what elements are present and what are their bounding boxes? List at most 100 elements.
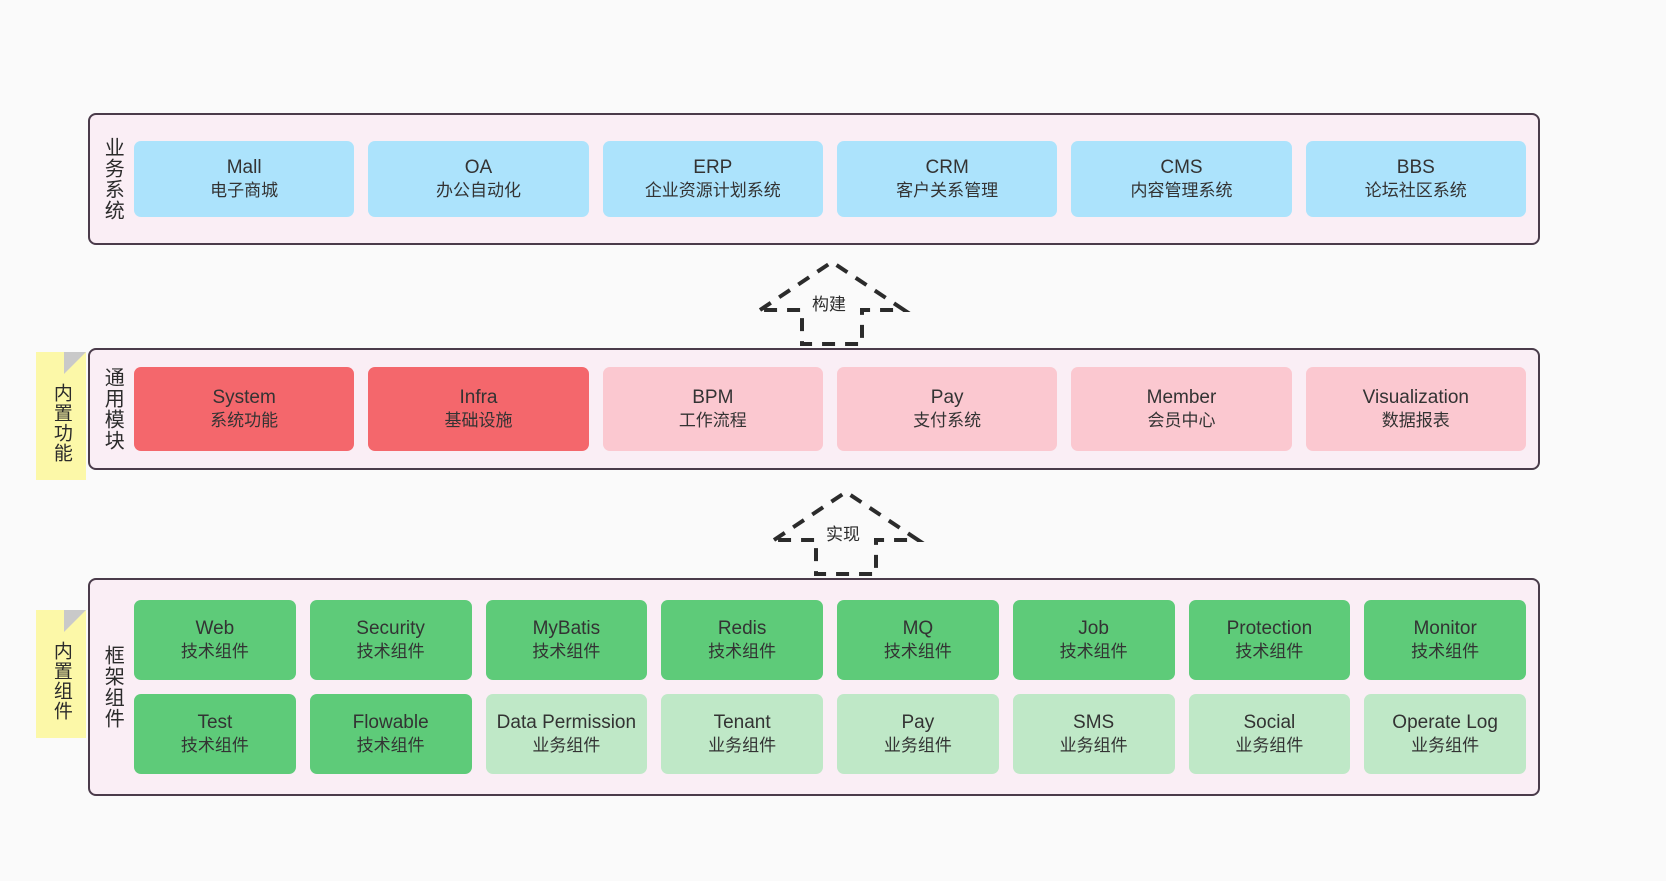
implement-arrow-label: 实现 xyxy=(826,525,860,544)
card-subtitle: 办公自动化 xyxy=(435,181,521,201)
card-subtitle: 企业资源计划系统 xyxy=(644,181,781,201)
card-member[interactable]: Member 会员中心 xyxy=(1071,367,1292,451)
card-title: Mall xyxy=(226,157,262,179)
card-title: SMS xyxy=(1073,712,1115,734)
card-crm[interactable]: CRM 客户关系管理 xyxy=(836,141,1058,217)
card-pay-component[interactable]: Pay 业务组件 xyxy=(837,694,999,774)
layer-label-common: 通用模块 xyxy=(101,367,124,451)
card-mall[interactable]: Mall 电子商城 xyxy=(134,141,355,217)
card-row: Web 技术组件 Security 技术组件 MyBatis 技术组件 Redi… xyxy=(134,600,1526,680)
sticky-note-builtin-features: 内置功能 xyxy=(36,352,86,480)
card-title: Visualization xyxy=(1362,387,1469,409)
card-title: CRM xyxy=(925,157,969,179)
card-title: Web xyxy=(195,618,235,640)
card-title: Flowable xyxy=(352,712,429,734)
card-title: System xyxy=(212,387,276,409)
card-bbs[interactable]: BBS 论坛社区系统 xyxy=(1305,141,1526,217)
card-title: Pay xyxy=(930,387,964,409)
card-title: Job xyxy=(1078,618,1109,640)
card-subtitle: 系统功能 xyxy=(210,411,279,431)
card-subtitle: 业务组件 xyxy=(708,736,777,756)
layer-label-framework: 框架组件 xyxy=(101,645,124,729)
card-title: Social xyxy=(1243,712,1296,734)
card-visualization[interactable]: Visualization 数据报表 xyxy=(1305,367,1526,451)
card-subtitle: 技术组件 xyxy=(1411,642,1480,662)
card-row: System 系统功能 Infra 基础设施 BPM 工作流程 Pay 支付系统… xyxy=(134,367,1526,451)
card-job[interactable]: Job 技术组件 xyxy=(1012,600,1175,680)
layer-business-systems: 业务系统 Mall 电子商城 OA 办公自动化 ERP 企业资源计划系统 CRM… xyxy=(88,113,1540,245)
card-row: Test 技术组件 Flowable 技术组件 Data Permission … xyxy=(134,694,1526,774)
card-cms[interactable]: CMS 内容管理系统 xyxy=(1071,141,1292,217)
card-title: BBS xyxy=(1396,157,1435,179)
card-title: Infra xyxy=(459,387,498,409)
card-web[interactable]: Web 技术组件 xyxy=(134,600,296,680)
card-subtitle: 业务组件 xyxy=(1059,736,1128,756)
card-redis[interactable]: Redis 技术组件 xyxy=(661,600,823,680)
card-subtitle: 业务组件 xyxy=(883,736,952,756)
layer-common-modules: 通用模块 System 系统功能 Infra 基础设施 BPM 工作流程 Pay… xyxy=(88,348,1540,470)
card-title: ERP xyxy=(693,157,733,179)
card-title: Redis xyxy=(717,618,767,640)
card-subtitle: 内容管理系统 xyxy=(1130,181,1233,201)
card-subtitle: 技术组件 xyxy=(180,736,249,756)
card-subtitle: 支付系统 xyxy=(913,411,982,431)
card-title: MyBatis xyxy=(532,618,601,640)
card-subtitle: 技术组件 xyxy=(708,642,777,662)
card-subtitle: 技术组件 xyxy=(180,642,249,662)
card-subtitle: 业务组件 xyxy=(1411,736,1480,756)
card-subtitle: 工作流程 xyxy=(678,411,747,431)
layer-body-business: Mall 电子商城 OA 办公自动化 ERP 企业资源计划系统 CRM 客户关系… xyxy=(134,115,1538,243)
card-tenant[interactable]: Tenant 业务组件 xyxy=(661,694,823,774)
card-flowable[interactable]: Flowable 技术组件 xyxy=(309,694,472,774)
card-subtitle: 技术组件 xyxy=(356,736,425,756)
card-subtitle: 业务组件 xyxy=(532,736,601,756)
card-title: Protection xyxy=(1226,618,1313,640)
card-sms[interactable]: SMS 业务组件 xyxy=(1012,694,1175,774)
card-bpm[interactable]: BPM 工作流程 xyxy=(602,367,823,451)
card-title: Data Permission xyxy=(496,712,637,734)
card-security[interactable]: Security 技术组件 xyxy=(309,600,472,680)
card-system[interactable]: System 系统功能 xyxy=(134,367,355,451)
card-subtitle: 技术组件 xyxy=(1059,642,1128,662)
card-monitor[interactable]: Monitor 技术组件 xyxy=(1364,600,1526,680)
card-test[interactable]: Test 技术组件 xyxy=(134,694,296,774)
card-subtitle: 论坛社区系统 xyxy=(1364,181,1467,201)
card-social[interactable]: Social 业务组件 xyxy=(1188,694,1351,774)
card-subtitle: 电子商城 xyxy=(210,181,279,201)
card-subtitle: 业务组件 xyxy=(1235,736,1304,756)
card-title: BPM xyxy=(692,387,734,409)
card-title: CMS xyxy=(1160,157,1203,179)
sticky-note-builtin-components: 内置组件 xyxy=(36,610,86,738)
layer-framework-components: 框架组件 Web 技术组件 Security 技术组件 MyBatis 技术组件… xyxy=(88,578,1540,796)
card-mq[interactable]: MQ 技术组件 xyxy=(837,600,999,680)
card-subtitle: 数据报表 xyxy=(1381,411,1450,431)
card-subtitle: 技术组件 xyxy=(1235,642,1304,662)
card-subtitle: 客户关系管理 xyxy=(896,181,999,201)
layer-body-common: System 系统功能 Infra 基础设施 BPM 工作流程 Pay 支付系统… xyxy=(134,350,1538,468)
card-subtitle: 技术组件 xyxy=(532,642,601,662)
card-operate-log[interactable]: Operate Log 业务组件 xyxy=(1364,694,1526,774)
card-subtitle: 技术组件 xyxy=(356,642,425,662)
card-title: Security xyxy=(356,618,425,640)
build-arrow xyxy=(752,256,912,348)
card-title: Pay xyxy=(901,712,935,734)
card-subtitle: 基础设施 xyxy=(444,411,513,431)
card-data-permission[interactable]: Data Permission 业务组件 xyxy=(485,694,648,774)
card-title: Test xyxy=(197,712,233,734)
card-title: Tenant xyxy=(713,712,771,734)
card-erp[interactable]: ERP 企业资源计划系统 xyxy=(602,141,823,217)
card-title: Member xyxy=(1146,387,1217,409)
card-title: Operate Log xyxy=(1392,712,1498,734)
build-arrow-label: 构建 xyxy=(812,295,846,314)
card-mybatis[interactable]: MyBatis 技术组件 xyxy=(485,600,648,680)
implement-arrow xyxy=(766,486,926,578)
card-pay[interactable]: Pay 支付系统 xyxy=(836,367,1058,451)
card-title: MQ xyxy=(902,618,934,640)
card-subtitle: 技术组件 xyxy=(883,642,952,662)
card-oa[interactable]: OA 办公自动化 xyxy=(368,141,589,217)
card-title: OA xyxy=(464,157,493,179)
card-protection[interactable]: Protection 技术组件 xyxy=(1188,600,1351,680)
layer-body-framework: Web 技术组件 Security 技术组件 MyBatis 技术组件 Redi… xyxy=(134,580,1538,794)
card-infra[interactable]: Infra 基础设施 xyxy=(368,367,589,451)
